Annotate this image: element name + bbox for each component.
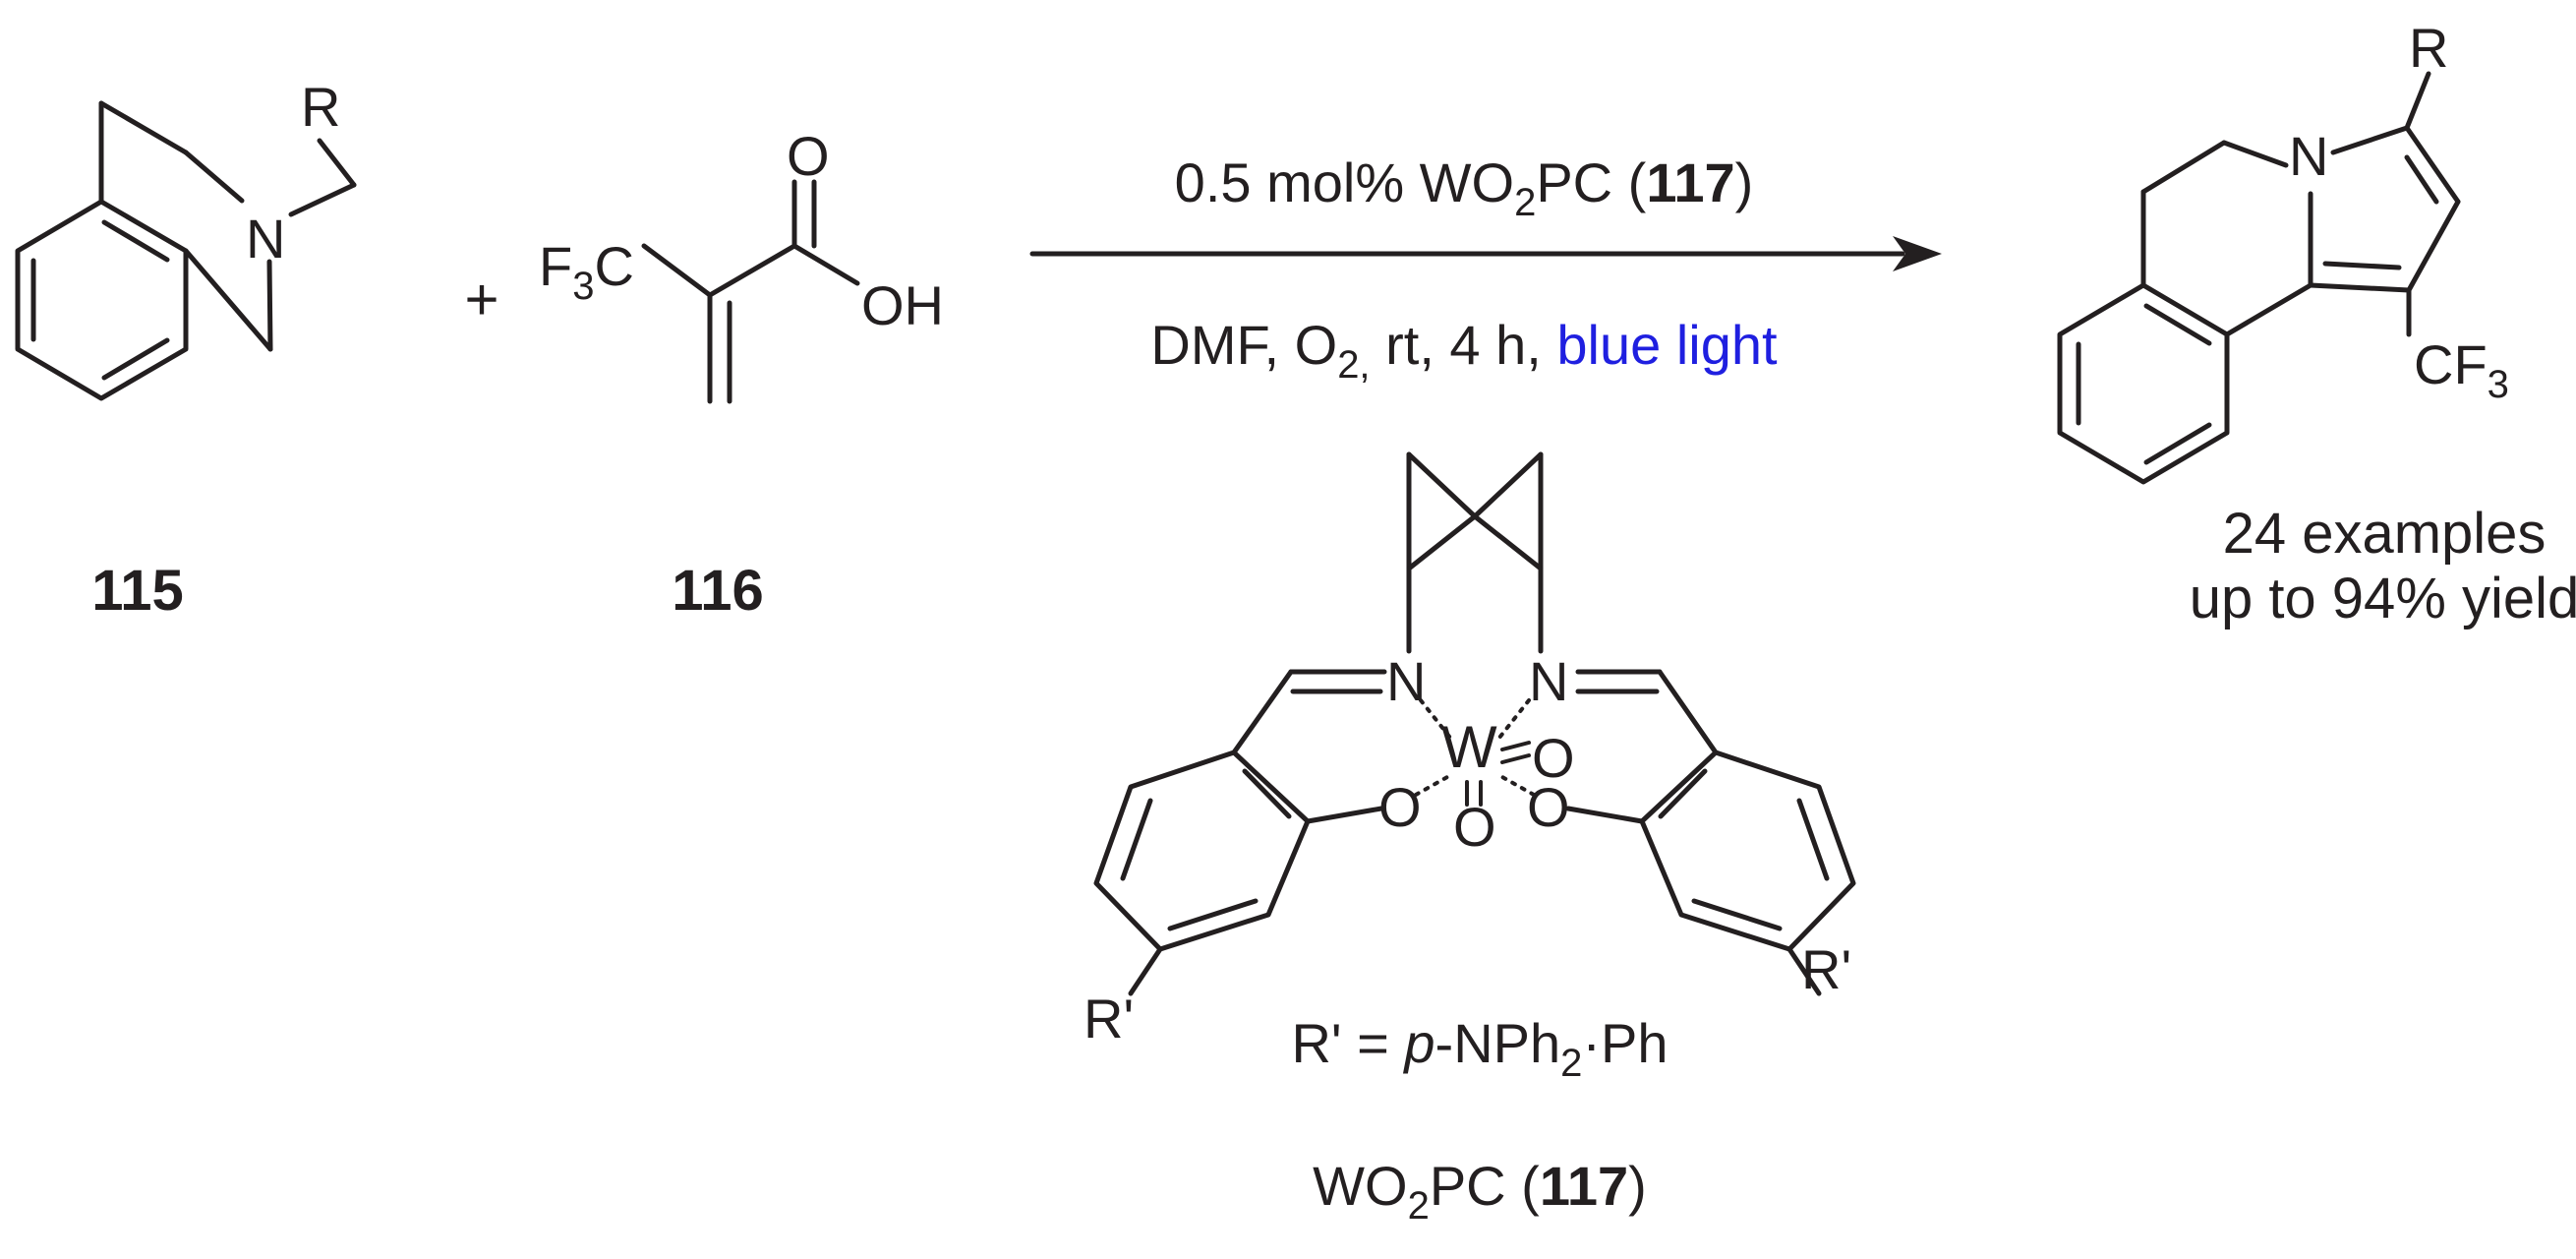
reactant-116-carbonyl-oxygen: O <box>787 125 830 187</box>
reactant-116-hydroxyl: OH <box>861 274 944 336</box>
reactant-115-r-group: R <box>301 76 340 138</box>
product-cf3: CF3 <box>2414 333 2509 406</box>
reactant-115-nitrogen: N <box>246 208 285 270</box>
catalyst-phenoxide-right: O <box>1527 776 1570 838</box>
blue-light-label: blue light <box>1556 314 1778 376</box>
catalyst-oxo-bottom: O <box>1453 796 1496 858</box>
catalyst-nitrogen-left: N <box>1386 650 1426 712</box>
catalyst-phenoxide-left: O <box>1378 776 1422 838</box>
catalyst-oxo-right: O <box>1532 727 1575 789</box>
product-nitrogen: N <box>2289 125 2328 187</box>
reactant-115-label: 115 <box>91 559 184 623</box>
reaction-conditions: DMF, O2, rt, 4 h, blue light <box>1150 314 1778 387</box>
catalyst-r-right: R' <box>1801 938 1851 1000</box>
reaction-arrow <box>1029 236 1942 271</box>
catalyst-tungsten: W <box>1441 714 1497 780</box>
product-structure <box>2057 71 2461 485</box>
plus-sign: + <box>464 267 498 332</box>
product-example-count: 24 examples <box>2223 502 2547 566</box>
catalyst-r-definition: R' = p-NPh2·Ph <box>1291 1012 1668 1085</box>
reactant-116-cf3: F3C <box>539 235 634 308</box>
reactant-116-structure <box>641 179 860 404</box>
reactant-116-label: 116 <box>672 559 764 623</box>
reactant-115-structure <box>15 100 357 401</box>
catalyst-nitrogen-right: N <box>1529 650 1568 712</box>
catalyst-117-structure <box>1093 451 1856 996</box>
product-yield: up to 94% yield <box>2190 567 2576 630</box>
product-r-group: R <box>2409 17 2448 79</box>
catalyst-name: WO2PC (117) <box>1313 1155 1647 1228</box>
catalyst-loading: 0.5 mol% WO2PC (117) <box>1175 151 1754 224</box>
catalyst-r-left: R' <box>1083 988 1134 1049</box>
